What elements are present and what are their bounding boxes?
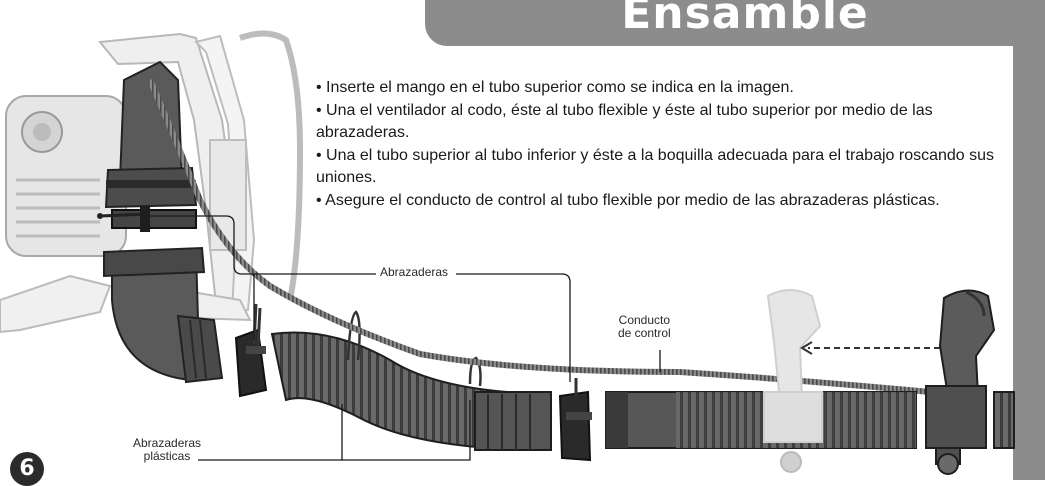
step-number-badge: 6 bbox=[10, 452, 44, 486]
plastic-clamps-label-line2: plásticas bbox=[143, 449, 191, 463]
metal-clamp-right-icon bbox=[558, 378, 592, 462]
side-band bbox=[1013, 46, 1045, 480]
page-title: Ensamble bbox=[621, 0, 869, 39]
control-duct-label-line1: Conducto bbox=[618, 313, 671, 327]
instruction-item: • Inserte el mango en el tubo superior c… bbox=[316, 79, 794, 96]
elbow-pipe-icon bbox=[103, 246, 224, 384]
instruction-item: • Asegure el conducto de control al tubo… bbox=[316, 191, 940, 209]
title-tab bbox=[425, 0, 1045, 46]
metal-clamp-upper-icon bbox=[97, 206, 197, 232]
lower-tube-icon bbox=[993, 391, 1015, 449]
insert-direction-arrow-icon bbox=[800, 341, 940, 355]
engine-unit-icon bbox=[5, 95, 127, 257]
callout-leaders bbox=[150, 215, 661, 461]
plastic-clamps-label: Abrazaderas plásticas bbox=[133, 437, 201, 463]
instruction-list: • Inserte el mango en el tubo superior c… bbox=[316, 77, 1006, 212]
control-duct-label: Conducto de control bbox=[618, 314, 671, 340]
plastic-clamps-label-line1: Abrazaderas bbox=[133, 436, 202, 450]
clamps-label: Abrazaderas bbox=[377, 266, 452, 279]
control-cable-icon bbox=[147, 78, 931, 395]
control-handle-icon bbox=[925, 289, 996, 475]
instruction-item: • Una el ventilador al codo, éste al tub… bbox=[316, 101, 933, 142]
control-duct-label-line2: de control bbox=[618, 326, 671, 340]
plastic-clamps-icon bbox=[346, 310, 482, 387]
upper-tube-icon bbox=[605, 391, 917, 449]
fan-outlet-icon bbox=[104, 60, 198, 209]
handle-ghost-icon bbox=[763, 289, 823, 473]
instruction-item: • Una el tubo superior al tubo inferior … bbox=[316, 146, 995, 187]
